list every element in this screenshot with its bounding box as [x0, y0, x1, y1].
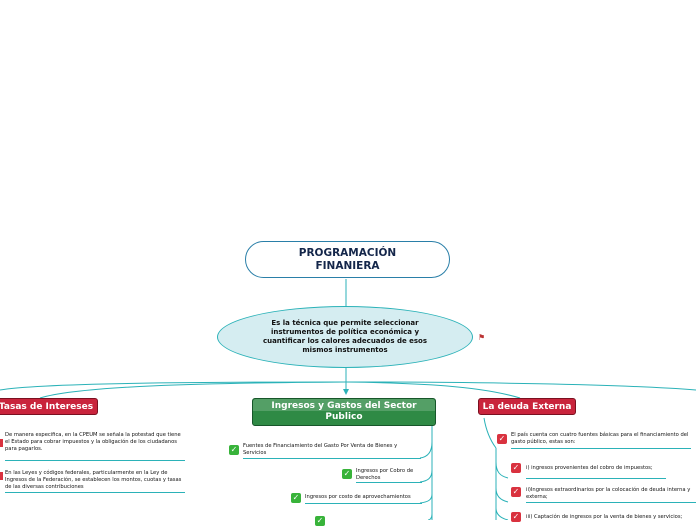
item-text: El país cuenta con cuatro fuentes básica…	[511, 432, 689, 445]
item-text: En las Leyes y códigos federales, partic…	[5, 470, 182, 490]
list-item[interactable]: Ingresos por costo de aprovechamientos	[305, 494, 422, 504]
list-item[interactable]: En las Leyes y códigos federales, partic…	[5, 470, 185, 493]
list-item[interactable]: iii) Captación de ingresos por la venta …	[526, 514, 696, 522]
item-text: i) ingresos provenientes del cobro de im…	[526, 465, 653, 471]
marker-icon	[0, 439, 3, 447]
flag-icon: ⚑	[478, 333, 486, 342]
item-text: Ingresos por costo de aprovechamientos	[305, 494, 411, 500]
item-text: ii)Ingresos extraordinarios por la coloc…	[526, 487, 691, 500]
checkmark-icon: ✓	[291, 493, 301, 503]
central-topic-label: PROGRAMACIÓN FINANIERA	[298, 246, 397, 272]
item-text: iii) Captación de ingresos por la venta …	[526, 514, 683, 520]
definition-text: Es la técnica que permite seleccionar in…	[262, 319, 428, 354]
marker-icon	[0, 472, 3, 480]
topic-label: Tasas de Intereses	[0, 401, 94, 412]
list-item[interactable]: Ingresos por Cobro de Derechos	[356, 468, 422, 483]
central-topic[interactable]: PROGRAMACIÓN FINANIERA	[245, 241, 450, 278]
list-item[interactable]: i) ingresos provenientes del cobro de im…	[526, 465, 666, 479]
topic-tasas-de-intereses[interactable]: Tasas de Intereses	[0, 398, 98, 415]
topic-ingresos-y-gastos[interactable]: Ingresos y Gastos del Sector Publico	[252, 398, 436, 426]
topic-label: Ingresos y Gastos del Sector Publico	[271, 401, 417, 422]
list-item[interactable]: De manera especifica, en la CPEUM se señ…	[5, 432, 185, 461]
list-item[interactable]: ii)Ingresos extraordinarios por la coloc…	[526, 487, 696, 503]
checkmark-icon: ✓	[315, 516, 325, 526]
item-text: De manera especifica, en la CPEUM se señ…	[5, 432, 181, 452]
checkmark-icon: ✓	[511, 487, 521, 497]
checkmark-icon: ✓	[229, 445, 239, 455]
definition-node[interactable]: Es la técnica que permite seleccionar in…	[217, 306, 473, 368]
topic-label: La deuda Externa	[482, 401, 572, 412]
item-text: Fuentes de Financiamiento del Gasto Por …	[243, 443, 398, 456]
checkmark-icon: ✓	[511, 512, 521, 522]
checkmark-icon: ✓	[497, 434, 507, 444]
list-item[interactable]: Fuentes de Financiamiento del Gasto Por …	[243, 443, 421, 459]
list-item[interactable]: El país cuenta con cuatro fuentes básica…	[511, 432, 691, 449]
item-text: Ingresos por Cobro de Derechos	[356, 468, 414, 481]
checkmark-icon: ✓	[511, 463, 521, 473]
topic-la-deuda-externa[interactable]: La deuda Externa	[478, 398, 576, 415]
checkmark-icon: ✓	[342, 469, 352, 479]
